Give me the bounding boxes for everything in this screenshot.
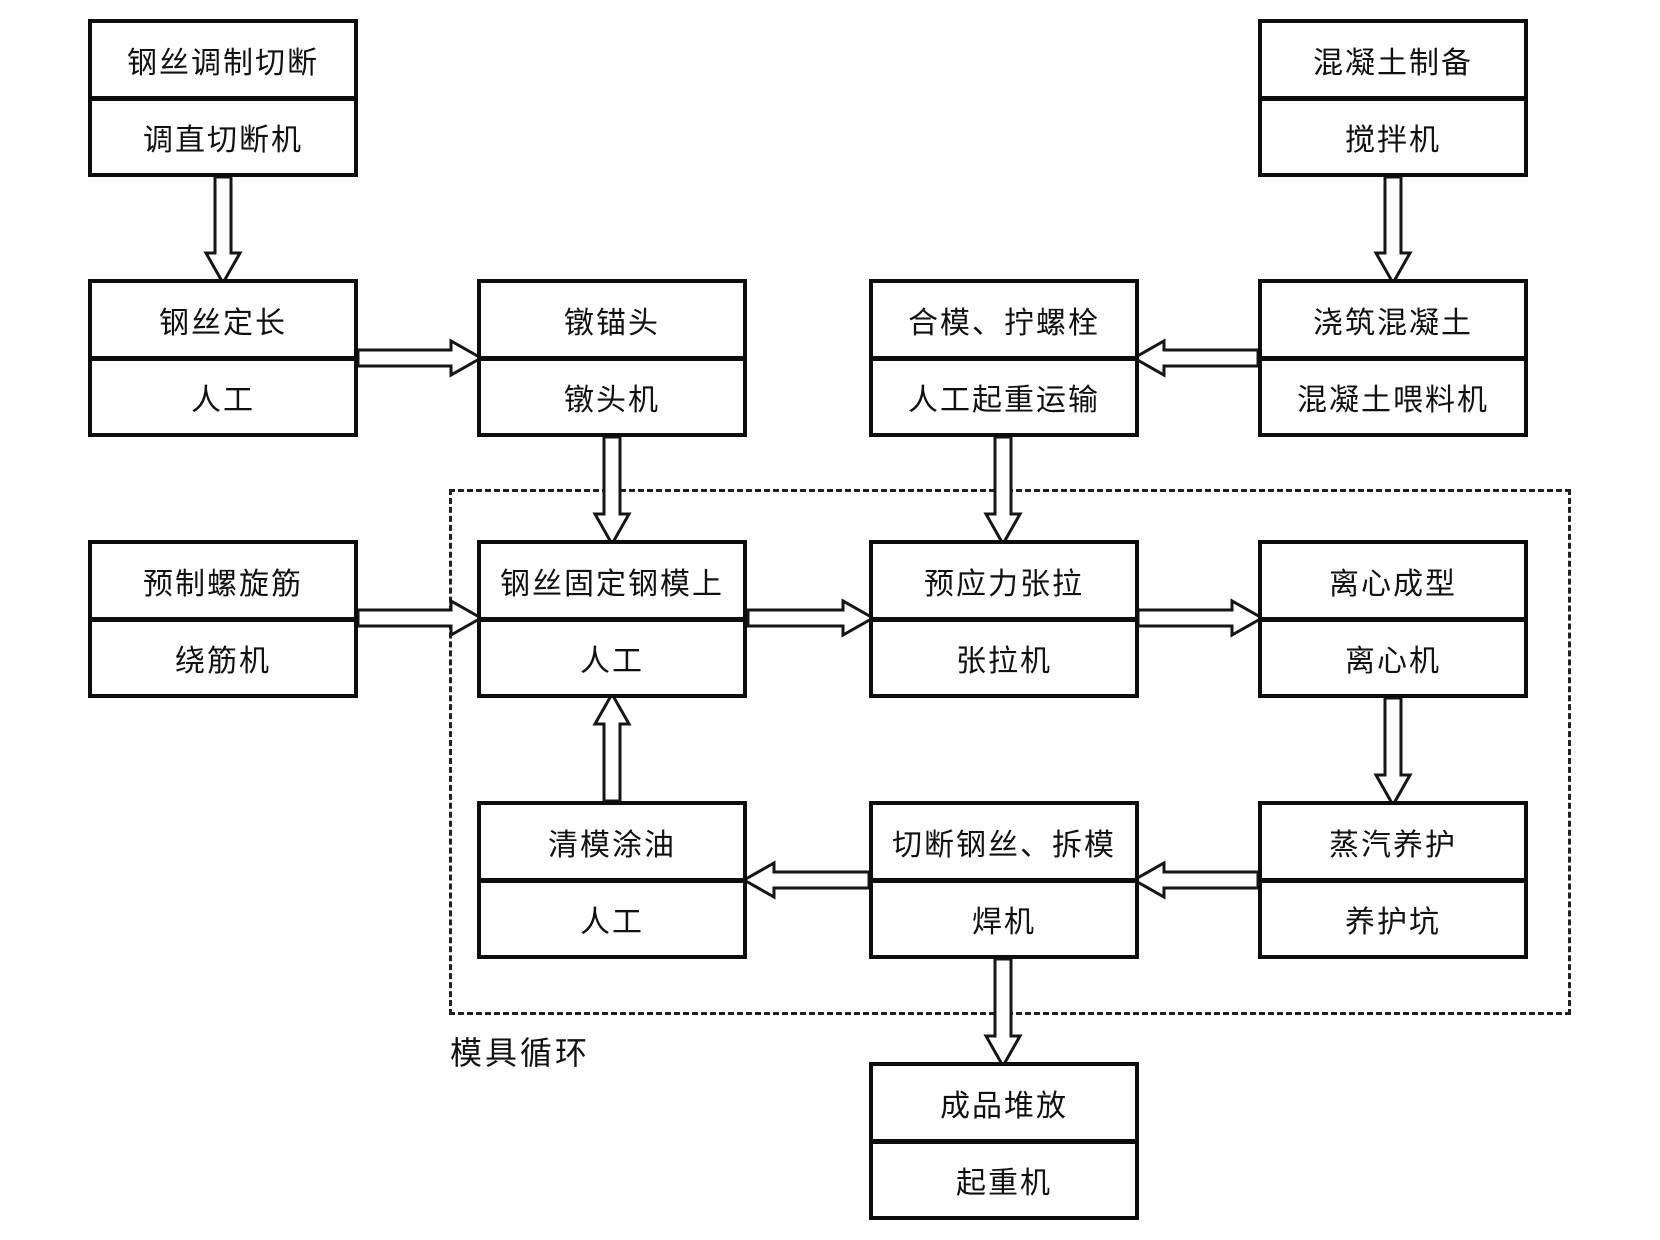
flow-node-centrifugal-forming: 离心成型 离心机	[1258, 540, 1528, 698]
flow-node-fix-wire-on-mold: 钢丝固定钢模上 人工	[477, 540, 747, 698]
flow-node-steam-curing: 蒸汽养护 养护坑	[1258, 801, 1528, 959]
flow-node-stack-finished: 成品堆放 起重机	[869, 1062, 1139, 1220]
arrow-up-cleanmold-to-fixwire-icon	[592, 690, 632, 803]
equipment-label: 离心机	[1262, 617, 1524, 694]
equipment-label: 绕筋机	[92, 617, 354, 694]
process-label: 钢丝调制切断	[127, 46, 319, 80]
arrow-left-steamcure-to-cutwire-icon	[1130, 860, 1260, 900]
process-label: 混凝土制备	[1313, 46, 1473, 80]
arrow-down-concreteprep-to-pour-icon	[1373, 175, 1413, 287]
flow-node-prestress-tension: 预应力张拉 张拉机	[869, 540, 1139, 698]
mold-cycle-label: 模具循环	[450, 1035, 591, 1071]
flow-node-clean-oil-mold: 清模涂油 人工	[477, 801, 747, 959]
flow-node-concrete-prep: 混凝土制备 搅拌机	[1258, 19, 1528, 177]
arrow-down-anchor-to-fixwire-icon	[592, 435, 632, 548]
arrow-right-prestress-to-centrifugal-icon	[1136, 598, 1266, 638]
process-label: 钢丝固定钢模上	[500, 567, 724, 601]
process-label: 预制螺旋筋	[143, 567, 303, 601]
process-label: 离心成型	[1329, 567, 1457, 601]
flow-node-close-mold-bolts: 合模、拧螺栓 人工起重运输	[869, 279, 1139, 437]
equipment-label: 人工	[481, 617, 743, 694]
arrow-right-wirelength-to-anchor-icon	[356, 338, 485, 378]
equipment-label: 人工	[481, 878, 743, 955]
process-label: 成品堆放	[940, 1089, 1068, 1123]
arrow-down-cutwire-to-stack-icon	[983, 957, 1023, 1070]
flow-node-pour-concrete: 浇筑混凝土 混凝土喂料机	[1258, 279, 1528, 437]
process-label: 蒸汽养护	[1329, 828, 1457, 862]
equipment-label: 调直切断机	[92, 96, 354, 173]
arrow-left-cutwire-to-cleanmold-icon	[740, 860, 871, 900]
process-label: 合模、拧螺栓	[908, 306, 1100, 340]
process-label: 钢丝定长	[159, 306, 287, 340]
equipment-label: 起重机	[873, 1139, 1135, 1216]
process-label: 切断钢丝、拆模	[892, 828, 1116, 862]
equipment-label: 养护坑	[1262, 878, 1524, 955]
arrow-down-wirecut-to-wirelength-icon	[203, 175, 243, 287]
process-label: 预应力张拉	[924, 567, 1084, 601]
process-label: 镦锚头	[564, 306, 660, 340]
arrow-left-pour-to-closemold-icon	[1130, 338, 1260, 378]
flow-node-cut-wire-demold: 切断钢丝、拆模 焊机	[869, 801, 1139, 959]
equipment-label: 搅拌机	[1262, 96, 1524, 173]
equipment-label: 张拉机	[873, 617, 1135, 694]
flow-node-wire-straighten-cut: 钢丝调制切断 调直切断机	[88, 19, 358, 177]
equipment-label: 焊机	[873, 878, 1135, 955]
equipment-label: 镦头机	[481, 356, 743, 433]
arrow-down-closemold-to-prestress-icon	[983, 435, 1023, 548]
arrow-down-centrifugal-to-steamcure-icon	[1373, 696, 1413, 809]
arrow-right-fixwire-to-prestress-icon	[746, 598, 877, 638]
equipment-label: 人工起重运输	[873, 356, 1135, 433]
equipment-label: 混凝土喂料机	[1262, 356, 1524, 433]
process-label: 浇筑混凝土	[1313, 306, 1473, 340]
flow-node-wire-fixed-length: 钢丝定长 人工	[88, 279, 358, 437]
flow-node-upset-anchor-head: 镦锚头 镦头机	[477, 279, 747, 437]
flow-node-prefab-spiral-rebar: 预制螺旋筋 绕筋机	[88, 540, 358, 698]
process-label: 清模涂油	[548, 828, 676, 862]
equipment-label: 人工	[92, 356, 354, 433]
arrow-right-spiral-to-fixwire-icon	[356, 598, 485, 638]
